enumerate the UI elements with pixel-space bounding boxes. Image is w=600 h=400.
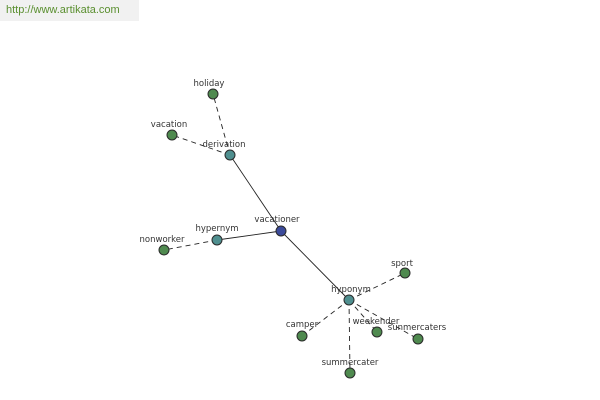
node-word-nonworker[interactable] bbox=[158, 244, 170, 256]
edge-hyponym-sunmercaters bbox=[348, 299, 419, 340]
node-label-hyponym: hyponym bbox=[331, 285, 371, 295]
node-word-vacation[interactable] bbox=[166, 129, 178, 141]
graph-edges bbox=[163, 93, 419, 374]
site-url-link[interactable]: http://www.artikata.com bbox=[6, 4, 120, 16]
edge-root-hyponym bbox=[280, 230, 350, 301]
node-label-derivation: derivation bbox=[202, 140, 245, 150]
node-relation-hypernym[interactable] bbox=[211, 234, 223, 246]
node-word-camper[interactable] bbox=[296, 330, 308, 342]
edge-hyponym-camper bbox=[301, 299, 350, 337]
edge-hyponym-weekender bbox=[348, 299, 378, 333]
node-word-sport[interactable] bbox=[399, 267, 411, 279]
edge-hyponym-summercater bbox=[348, 299, 351, 374]
node-word-summercater[interactable] bbox=[344, 367, 356, 379]
edge-root-hypernym bbox=[216, 230, 282, 241]
node-label-vacation: vacation bbox=[151, 120, 187, 130]
graph-labels: vacationer derivation holiday vacation hyper… bbox=[140, 79, 447, 368]
node-word-weekender[interactable] bbox=[371, 326, 383, 338]
edge-hyponym-sport bbox=[348, 272, 406, 301]
node-root[interactable] bbox=[275, 225, 287, 237]
edge-derivation-vacation bbox=[171, 134, 231, 156]
node-label-summercater: summercater bbox=[322, 358, 379, 368]
node-label-root: vacationer bbox=[254, 215, 300, 225]
node-word-holiday[interactable] bbox=[207, 88, 219, 100]
node-relation-derivation[interactable] bbox=[224, 149, 236, 161]
node-label-camper: camper bbox=[286, 320, 319, 330]
graph-nodes bbox=[158, 88, 424, 379]
edge-derivation-holiday bbox=[212, 93, 231, 156]
node-relation-hyponym[interactable] bbox=[343, 294, 355, 306]
node-label-sport: sport bbox=[391, 259, 414, 269]
node-word-sunmercaters[interactable] bbox=[412, 333, 424, 345]
edge-root-derivation bbox=[229, 154, 282, 232]
node-label-weekender: weekender bbox=[353, 317, 400, 327]
node-label-sunmercaters: sunmercaters bbox=[388, 323, 447, 333]
url-banner: http://www.artikata.com bbox=[0, 0, 139, 21]
node-label-hypernym: hypernym bbox=[195, 224, 238, 234]
node-label-nonworker: nonworker bbox=[140, 235, 185, 245]
node-label-holiday: holiday bbox=[194, 79, 225, 89]
